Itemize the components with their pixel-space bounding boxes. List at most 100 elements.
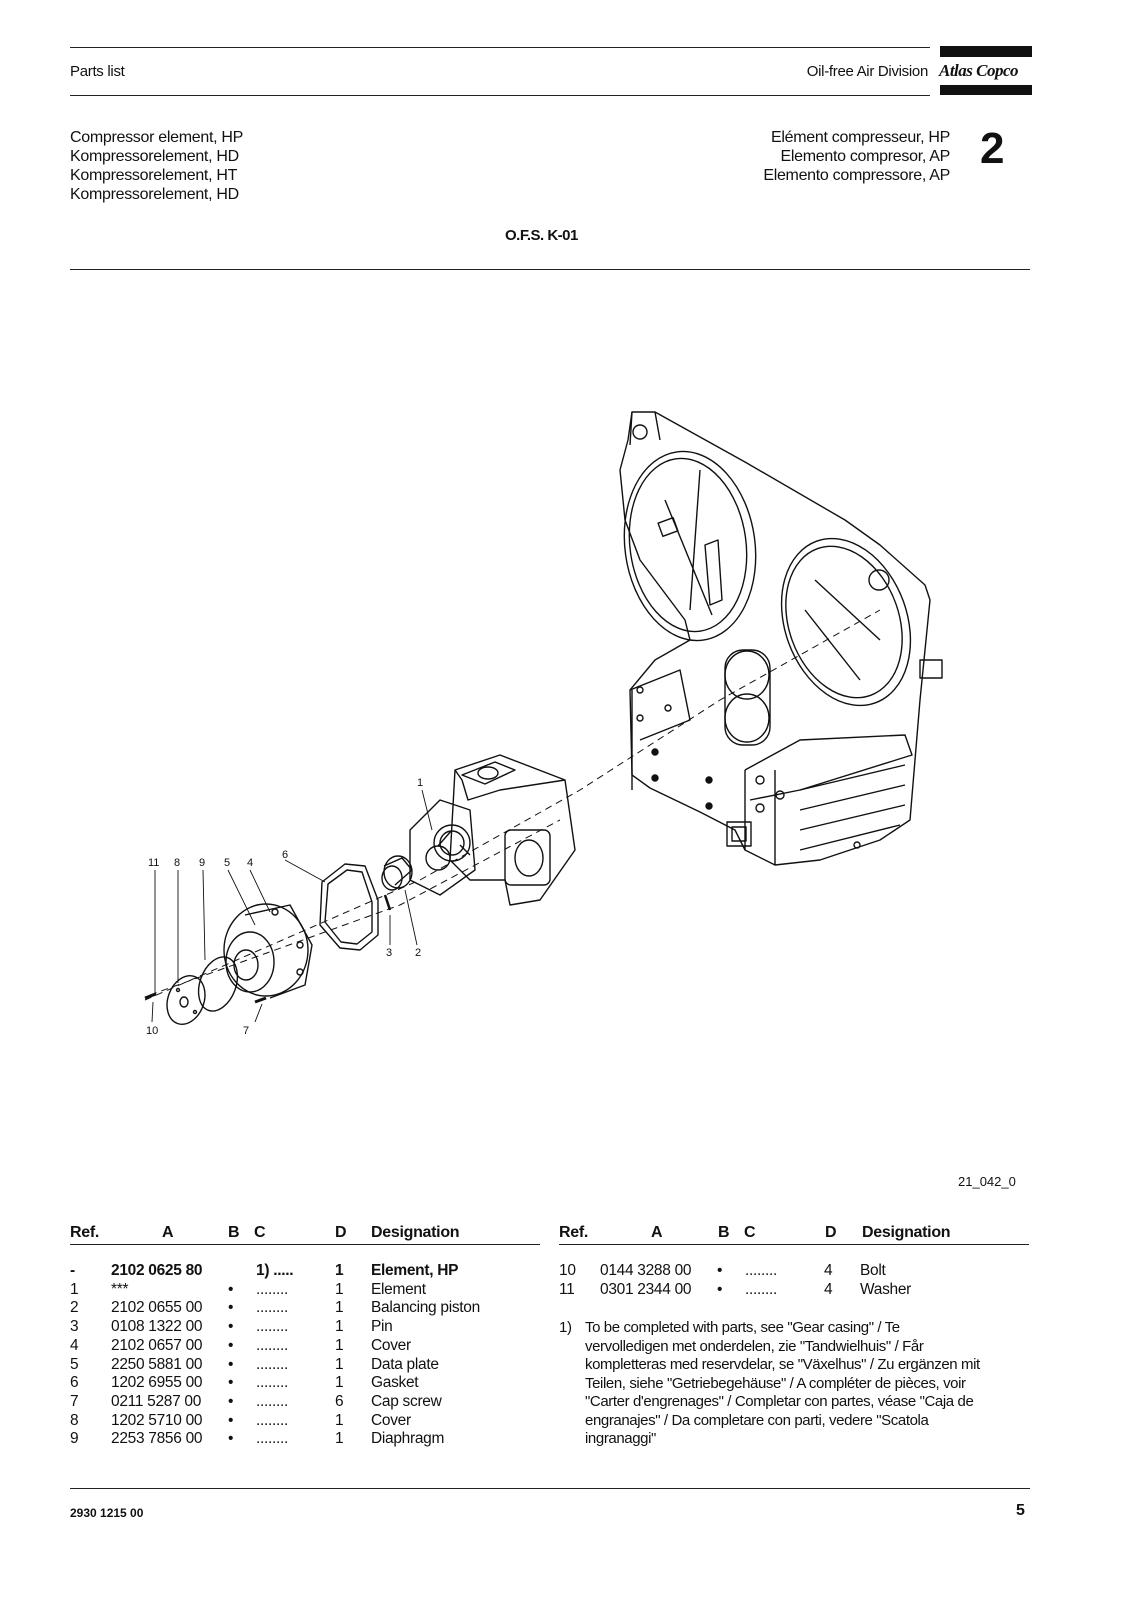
header-bottom-rule [70, 95, 930, 96]
atlas-copco-logo: Atlas Copco [939, 61, 1019, 80]
table-row: 4 2102 0657 00 •........ 1 Cover [70, 1336, 540, 1355]
cell-qty: 1 [335, 1318, 344, 1336]
title-en: Compressor element, HP [70, 129, 244, 146]
cell-designation: Data plate [371, 1355, 439, 1373]
cell-designation: Element, HP [371, 1262, 459, 1279]
callout-numbers: 11 8 9 5 4 6 3 2 1 10 7 [146, 777, 423, 1037]
header-parts-list: Parts list [70, 63, 125, 80]
cell-part-number: 1202 5710 00 [111, 1411, 203, 1429]
col-a: A [162, 1224, 174, 1241]
callout-8: 8 [174, 857, 180, 869]
title-nl: Kompressorelement, HD [70, 148, 239, 165]
diaphragm-illustration [197, 956, 239, 1012]
cell-b: • [228, 1299, 234, 1317]
callout-5: 5 [224, 857, 230, 869]
col-c-right: C [744, 1224, 756, 1241]
cell-qty: 4 [824, 1280, 833, 1298]
cell-part-number: 0144 3288 00 [600, 1262, 692, 1279]
cell-c: ........ [256, 1430, 289, 1448]
cell-qty: 1 [335, 1374, 344, 1392]
col-a-right: A [651, 1224, 663, 1241]
cell-qty: 1 [335, 1336, 344, 1354]
title-es: Elemento compresor, AP [780, 148, 951, 165]
cell-qty: 1 [335, 1355, 344, 1373]
table-right-header-rule [559, 1244, 1029, 1245]
cell-ref: 1 [70, 1280, 79, 1298]
cell-b: • [228, 1355, 234, 1373]
footnote-line: Teilen, siehe "Getriebegehäuse" / A comp… [585, 1374, 966, 1392]
cell-part-number: 2102 0655 00 [111, 1299, 203, 1317]
col-b-right: B [718, 1224, 730, 1241]
callout-11: 11 [148, 857, 159, 869]
footnote-line: vervolledigen met onderdelen, zie "Tandw… [585, 1337, 924, 1355]
cell-qty: 4 [824, 1262, 833, 1279]
cell-ref: 5 [70, 1355, 79, 1373]
cell-part-number: 2102 0625 80 [111, 1262, 203, 1279]
cell-designation: Element [371, 1280, 426, 1298]
cell-part-number: *** [111, 1280, 129, 1298]
callout-1: 1 [417, 777, 423, 789]
exploded-view-drawing: 11 8 9 5 4 6 3 2 1 10 7 [144, 411, 943, 1037]
title-fr: Elément compresseur, HP [771, 129, 950, 146]
footer-rule [70, 1488, 1030, 1489]
cell-b: • [228, 1336, 234, 1354]
callout-10: 10 [146, 1025, 158, 1037]
cell-ref: 10 [559, 1262, 576, 1279]
footnote-line: ingranaggi" [585, 1430, 656, 1447]
cell-ref: 6 [70, 1374, 79, 1392]
titles-left: Compressor element, HP Kompressorelement… [70, 128, 243, 204]
cell-designation: Diaphragm [371, 1430, 445, 1448]
cell-designation: Washer [860, 1280, 912, 1298]
cell-c: ........ [256, 1411, 289, 1429]
cell-b: • [717, 1262, 723, 1279]
cell-b: • [228, 1392, 234, 1410]
gear-casing-illustration [619, 411, 943, 866]
cell-part-number: 2102 0657 00 [111, 1336, 203, 1354]
title-de: Kompressorelement, HD [70, 186, 239, 203]
cell-b: • [717, 1280, 723, 1298]
cell-qty: 1 [335, 1411, 344, 1429]
cell-b: • [228, 1318, 234, 1336]
col-d-right: D [825, 1224, 837, 1241]
cell-ref: 2 [70, 1299, 79, 1317]
cell-designation: Cover [371, 1336, 411, 1354]
table-left-header-rule [70, 1244, 540, 1245]
cell-c: 1) ..... [256, 1262, 294, 1279]
callout-3: 3 [386, 947, 392, 959]
footer-doc-number: 2930 1215 00 [70, 1506, 144, 1520]
callout-6: 6 [282, 849, 288, 861]
title-sv: Kompressorelement, HT [70, 167, 238, 184]
col-ref-right: Ref. [559, 1224, 589, 1241]
cell-c: ........ [256, 1299, 289, 1317]
footnote-line: engranajes" / Da completare con parti, v… [585, 1411, 929, 1429]
cell-c: ........ [256, 1355, 289, 1373]
cell-qty: 6 [335, 1392, 344, 1410]
col-designation: Designation [371, 1224, 460, 1241]
title-it: Elemento compressore, AP [763, 167, 950, 184]
cell-ref: 3 [70, 1318, 79, 1336]
cell-ref: 4 [70, 1336, 79, 1354]
cell-ref: - [70, 1262, 75, 1279]
cell-part-number: 0301 2344 00 [600, 1280, 692, 1298]
footnote-text: To be completed with parts, see "Gear ca… [585, 1319, 1030, 1449]
balancing-piston-illustration [381, 855, 413, 891]
drawing-id: 21_042_0 [958, 1174, 1016, 1189]
cell-part-number: 1202 6955 00 [111, 1374, 203, 1392]
section-number: 2 [980, 124, 1005, 173]
ofs-code: O.F.S. K-01 [505, 227, 578, 244]
col-designation-right: Designation [862, 1224, 951, 1241]
cell-part-number: 2250 5881 00 [111, 1355, 203, 1373]
cell-c: ........ [256, 1336, 289, 1354]
cell-designation: Pin [371, 1318, 393, 1336]
table-row: 5 2250 5881 00 •........ 1 Data plate [70, 1355, 540, 1374]
footnote-marker: 1) [559, 1319, 572, 1336]
cell-designation: Cap screw [371, 1392, 442, 1410]
small-cover-illustration [166, 975, 206, 1025]
gasket-illustration [319, 863, 379, 951]
callout-9: 9 [199, 857, 205, 869]
